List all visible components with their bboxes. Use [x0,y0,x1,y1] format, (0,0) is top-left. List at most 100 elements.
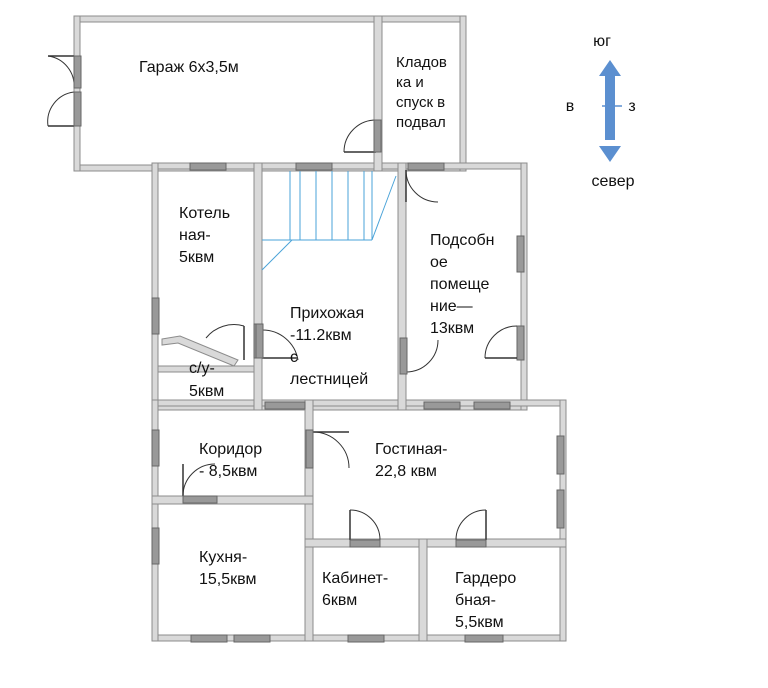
window [295,162,333,171]
window [556,435,565,475]
window [556,489,565,529]
outer-wall-top [73,15,467,23]
outer-wall-left [151,162,159,411]
room-label-garage: Гараж 6х3,5м [139,59,239,76]
room-label-line: с/у- [189,360,215,377]
room-label-line: Кладов [396,54,447,71]
room-label-line: Гардеро [455,570,516,587]
door [484,325,518,359]
partition-wall [304,538,567,548]
room-label-line: Подсобн [430,232,494,249]
door-swing-arc [405,169,439,203]
room-label-line: Прихожая [290,305,364,322]
partition-wall [397,162,407,411]
door [305,429,350,469]
door [47,55,82,89]
room-label-line: 5,5квм [455,614,504,631]
door [182,463,218,504]
room-label-line: -11.2квм [290,327,352,344]
partition-wall [418,538,428,642]
window [264,401,306,410]
door-swing-arc [47,91,75,127]
room-label-line: бная- [455,592,496,609]
walls [73,15,567,642]
door-frame [455,539,487,548]
room-label-line: Гараж 6х3,5м [139,59,239,76]
room-label-line: - 8,5квм [199,463,257,480]
door-frame [73,91,82,127]
bathroom-angled-wall [161,335,239,367]
staircase [261,171,397,271]
door [47,91,82,127]
window [516,325,525,361]
room-label-line: 13квм [430,320,474,337]
doors [47,55,518,548]
door-frame [73,55,82,89]
compass-east-label: в [566,98,575,115]
partition-wall [151,495,314,505]
room-label-line: Кабинет- [322,570,388,587]
room-label-line: Котель [179,205,230,222]
compass-shaft [605,72,615,140]
stair-winder [371,175,397,241]
door-swing-arc [47,55,75,89]
door-swing-arc [455,509,487,541]
door-frame [305,429,314,469]
outer-wall-right [459,15,467,172]
window [190,634,228,643]
room-label-line: ная- [179,227,211,244]
room-label-line: Кухня- [199,549,247,566]
window [516,235,525,273]
door [455,509,487,548]
window [464,634,504,643]
door-frame [255,323,264,359]
door-frame [349,539,381,548]
room-label-line: с [290,349,298,366]
compass-arrow-down-icon [599,146,621,162]
door-swing-arc [484,325,518,359]
room-label-line: лестницей [290,371,368,388]
window [423,401,461,410]
door [343,119,382,153]
window [347,634,385,643]
compass-west-label: з [628,98,635,115]
room-label-wardrobe: Гардеро бная- 5,5квм [455,570,516,631]
door [349,509,381,548]
partition-wall [253,162,263,411]
door [399,337,439,375]
compass-arrow-up-icon [599,60,621,76]
partition-wall [373,15,383,172]
window [233,634,271,643]
room-label-line: ка и [396,74,424,91]
room-label-line: Гостиная- [375,441,447,458]
window [151,429,160,467]
room-label-line: 22,8 квм [375,463,437,480]
room-label-bathroom: с/у-5квм [189,360,224,400]
door [405,169,439,203]
room-label-boiler: Котель ная- 5квм [179,205,230,266]
door [255,323,299,361]
room-label-living: Гостиная- 22,8 квм [375,441,447,480]
partition-wall [157,365,255,373]
room-label-line: спуск в [396,94,445,111]
window [407,162,445,171]
room-label-line: ние— [430,298,473,315]
door-swing-arc [261,329,299,361]
outer-wall-right [520,162,528,411]
outer-wall-left [151,399,159,642]
room-label-line: 6квм [322,592,357,609]
stair-winder [261,239,293,271]
window [189,162,227,171]
compass-north-label: север [591,173,634,190]
door-swing-arc [405,339,439,373]
room-label-line: 5квм [179,249,214,266]
door-swing-arc [343,119,377,153]
room-label-kitchen: Кухня-15,5квм [199,549,256,588]
door-swing-arc [349,509,381,541]
door-frame [399,337,408,375]
room-label-line: Коридор [199,441,262,458]
